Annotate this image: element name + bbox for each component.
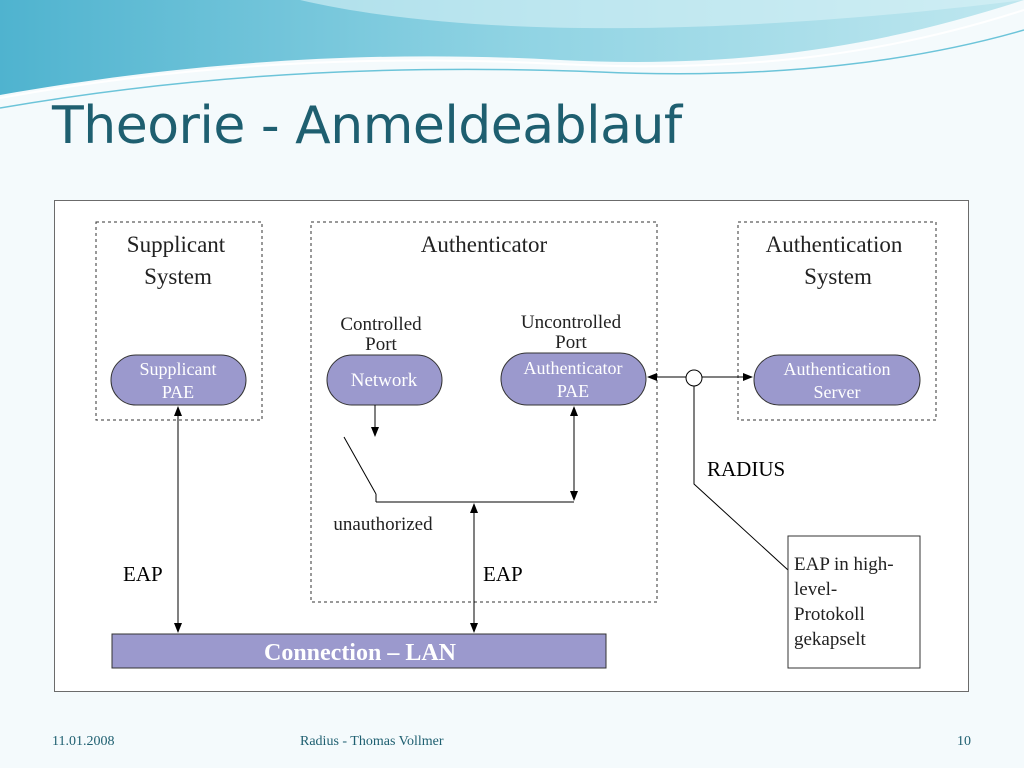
- footer-page-number: 10: [957, 734, 971, 749]
- authentication-system-box: [737, 221, 937, 421]
- eap-center-label: EAP: [483, 562, 523, 586]
- supplicant-pae-label-line2: PAE: [162, 382, 194, 402]
- authentication-server-label-line2: Server: [814, 382, 861, 402]
- connection-lan-bar: [111, 633, 607, 669]
- eap-note-line3: Protokoll: [794, 604, 865, 625]
- authenticator-pae-node: [500, 352, 647, 406]
- eap-note-line4: gekapselt: [794, 629, 866, 650]
- eap-left-label: EAP: [123, 562, 163, 586]
- uncontrolled-port-label-line2: Port: [555, 332, 587, 353]
- supplicant-pae-label-line1: Supplicant: [140, 359, 217, 379]
- connection-lan-label: Connection – LAN: [264, 640, 457, 666]
- radius-label: RADIUS: [707, 457, 785, 481]
- note-callout-line: [693, 386, 789, 571]
- footer-author: Radius - Thomas Vollmer: [300, 734, 444, 749]
- authenticator-box: [310, 221, 658, 603]
- eap-note-line2: level-: [794, 579, 837, 600]
- authentication-system-label-line2: System: [804, 264, 872, 289]
- network-label: Network: [351, 370, 418, 391]
- uncontrolled-port-label-line1: Uncontrolled: [521, 312, 622, 333]
- supplicant-pae-node: [110, 354, 247, 406]
- slide-title: Theorie - Anmeldeablauf: [52, 96, 682, 156]
- unauthorized-label: unauthorized: [333, 514, 433, 535]
- authentication-server-label-line1: Authentication: [784, 359, 891, 379]
- authentication-server-node: [753, 354, 921, 406]
- eap-note-line1: EAP in high-: [794, 554, 894, 575]
- authenticator-pae-label-line1: Authenticator: [524, 358, 623, 378]
- controlled-port-label-line1: Controlled: [340, 314, 422, 335]
- eap-note-box: [787, 535, 921, 669]
- authenticator-pae-label-line2: PAE: [557, 381, 589, 401]
- network-node: [326, 354, 443, 406]
- authentication-system-label-line1: Authentication: [766, 232, 903, 257]
- radius-junction-circle: [685, 369, 703, 387]
- supplicant-system-label-line1: Supplicant: [127, 232, 226, 257]
- switch-line: [343, 436, 377, 495]
- authenticator-label: Authenticator: [421, 232, 548, 257]
- supplicant-system-label-line2: System: [144, 264, 212, 289]
- footer-date: 11.01.2008: [52, 734, 115, 749]
- controlled-port-label-line2: Port: [365, 334, 397, 355]
- header-wave-decoration: [0, 0, 1024, 109]
